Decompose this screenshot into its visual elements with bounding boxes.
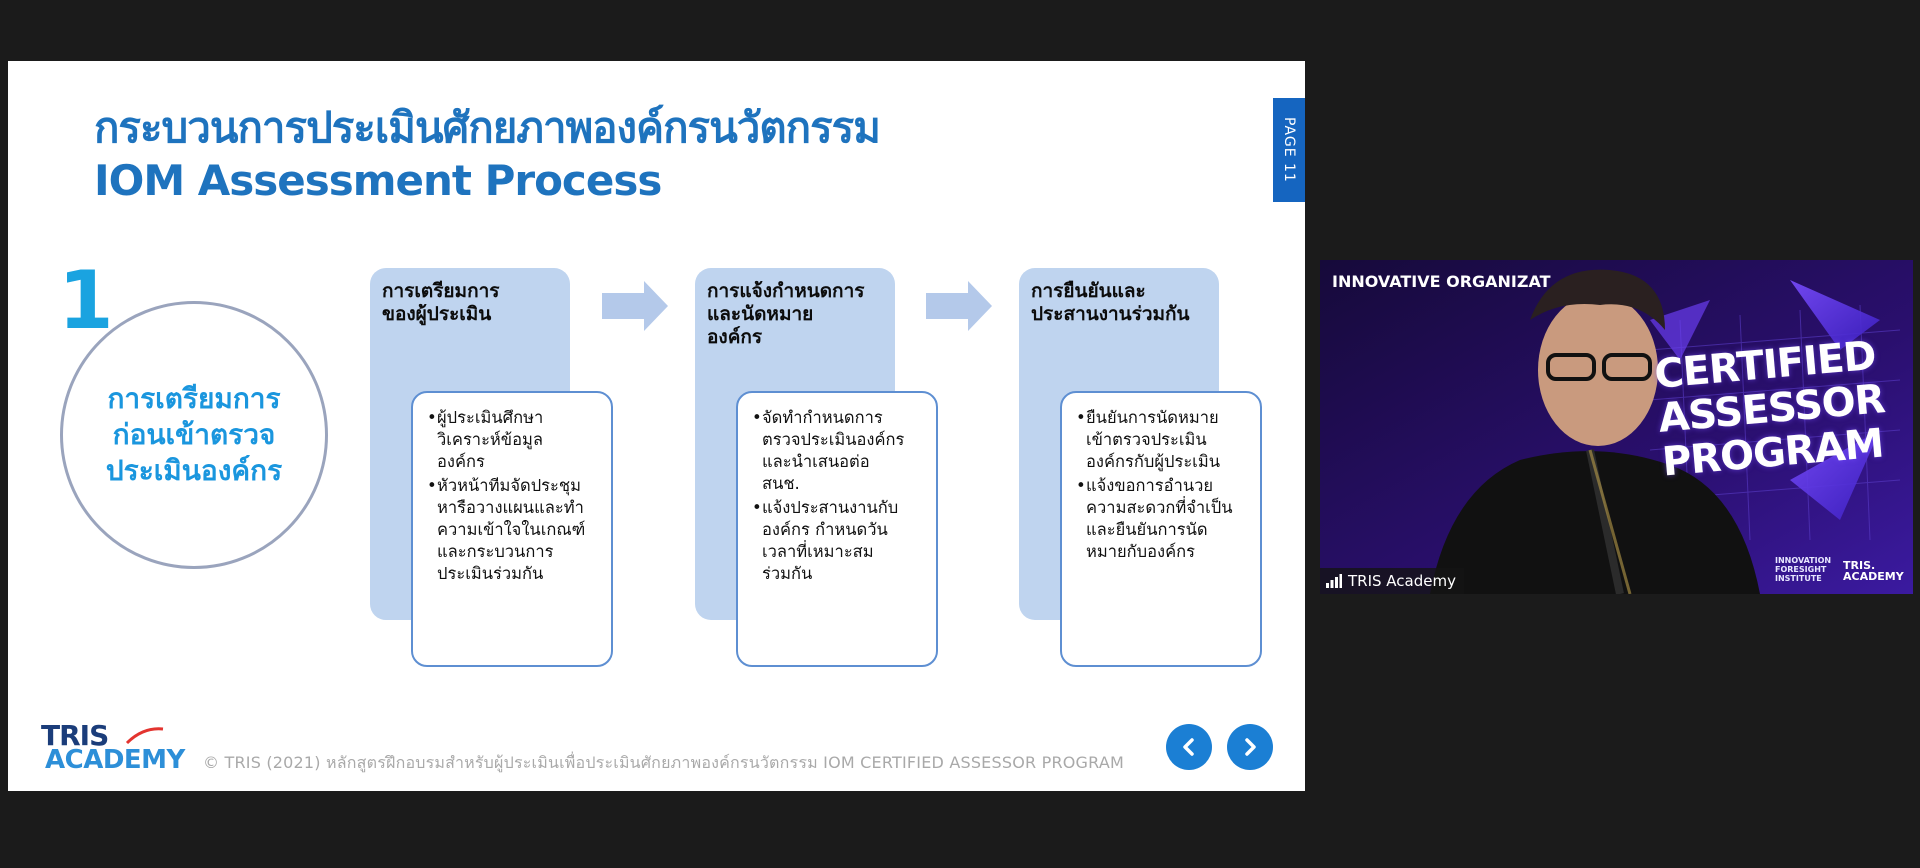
- previous-slide-button[interactable]: [1166, 724, 1212, 770]
- participant-name: TRIS Academy: [1348, 572, 1456, 590]
- bullet-list: ยืนยันการนัดหมาย เข้าตรวจประเมิน องค์กรก…: [1076, 407, 1250, 563]
- logo-text-bottom: ACADEMY: [45, 745, 185, 775]
- process-card-detail-3: ยืนยันการนัดหมาย เข้าตรวจประเมิน องค์กรก…: [1060, 391, 1262, 667]
- process-card-title: การแจ้งกำหนดการ และนัดหมาย องค์กร: [707, 280, 865, 348]
- step-circle: การเตรียมการ ก่อนเข้าตรวจ ประเมินองค์กร: [60, 301, 328, 569]
- step-circle-title: การเตรียมการ ก่อนเข้าตรวจ ประเมินองค์กร: [105, 382, 283, 487]
- slide-title-thai: กระบวนการประเมินศักยภาพองค์กรนวัตกรรม: [94, 103, 881, 152]
- video-brand-right: TRIS. ACADEMY: [1843, 559, 1904, 583]
- bullet-item: แจ้งประสานงานกับ องค์กร กำหนดวัน เวลาที่…: [752, 497, 926, 585]
- process-card-detail-1: ผู้ประเมินศึกษา วิเคราะห์ข้อมูล องค์กร ห…: [411, 391, 613, 667]
- bullet-list: จัดทำกำหนดการ ตรวจประเมินองค์กร และนำเสน…: [752, 407, 926, 585]
- page-label: PAGE 11: [1281, 117, 1297, 183]
- logo-swoosh-icon: [125, 727, 164, 745]
- arrow-right-icon: [926, 281, 992, 331]
- slide-footer: © TRIS (2021) หลักสูตรฝึกอบรมสำหรับผู้ปร…: [203, 753, 1124, 772]
- logo-text-top: TRIS: [41, 719, 109, 752]
- chevron-right-icon: [1245, 738, 1256, 756]
- bullet-item: ยืนยันการนัดหมาย เข้าตรวจประเมิน องค์กรก…: [1076, 407, 1250, 473]
- bullet-item: ผู้ประเมินศึกษา วิเคราะห์ข้อมูล องค์กร: [427, 407, 601, 473]
- bullet-item: จัดทำกำหนดการ ตรวจประเมินองค์กร และนำเสน…: [752, 407, 926, 495]
- bullet-item: หัวหน้าทีมจัดประชุม หารือวางแผนและทำ ควา…: [427, 475, 601, 585]
- bullet-item: แจ้งขอการอำนวย ความสะดวกที่จำเป็น และยืน…: [1076, 475, 1250, 563]
- slide-title-english: IOM Assessment Process: [94, 156, 662, 205]
- process-card-detail-2: จัดทำกำหนดการ ตรวจประเมินองค์กร และนำเสน…: [736, 391, 938, 667]
- video-brand-left: INNOVATION FORESIGHT INSTITUTE: [1775, 556, 1832, 583]
- signal-bars-icon: [1326, 574, 1342, 588]
- bullet-list: ผู้ประเมินศึกษา วิเคราะห์ข้อมูล องค์กร ห…: [427, 407, 601, 585]
- video-background: [1320, 260, 1913, 594]
- video-hero-text: CERTIFIED ASSESSOR PROGRAM: [1652, 332, 1887, 486]
- step-number: 1: [58, 254, 114, 347]
- presentation-slide: กระบวนการประเมินศักยภาพองค์กรนวัตกรรม IO…: [8, 61, 1305, 791]
- page-indicator-tab: PAGE 11: [1273, 98, 1305, 202]
- arrow-right-icon: [602, 281, 668, 331]
- tris-academy-logo: TRIS ACADEMY: [39, 719, 189, 777]
- participant-video-tile[interactable]: INNOVATIVE ORGANIZAT CERTIFIED ASSESSOR …: [1320, 260, 1913, 594]
- participant-name-tag: TRIS Academy: [1320, 568, 1464, 594]
- chevron-left-icon: [1183, 738, 1194, 756]
- process-card-title: การยืนยันและ ประสานงานร่วมกัน: [1031, 280, 1190, 325]
- video-banner-text: INNOVATIVE ORGANIZAT: [1332, 272, 1551, 291]
- process-card-title: การเตรียมการ ของผู้ประเมิน: [382, 280, 500, 325]
- next-slide-button[interactable]: [1227, 724, 1273, 770]
